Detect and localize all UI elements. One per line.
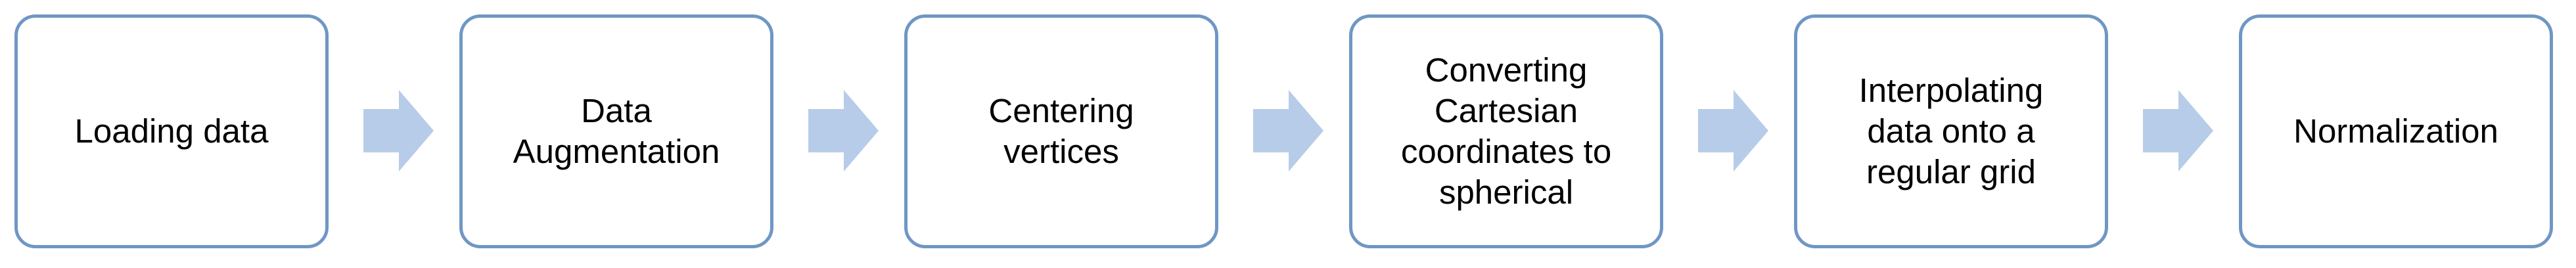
right-arrow-icon	[2143, 90, 2213, 171]
step-data-augmentation: Data Augmentation	[459, 14, 773, 248]
step-label: Converting Cartesian coordinates to sphe…	[1400, 51, 1612, 212]
step-loading-data: Loading data	[14, 14, 329, 248]
step-label: Interpolating data onto a regular grid	[1858, 71, 2044, 191]
step-label: Centering vertices	[988, 91, 1134, 170]
step-interpolating-data: Interpolating data onto a regular grid	[1794, 14, 2108, 248]
right-arrow-icon	[808, 90, 879, 171]
step-converting-coordinates: Converting Cartesian coordinates to sphe…	[1349, 14, 1663, 248]
step-label: Loading data	[74, 112, 269, 150]
right-arrow-icon	[1253, 90, 1323, 171]
step-normalization: Normalization	[2239, 14, 2553, 248]
step-label: Normalization	[2293, 112, 2498, 150]
step-centering-vertices: Centering vertices	[904, 14, 1218, 248]
right-arrow-icon	[1698, 90, 1768, 171]
right-arrow-icon	[363, 90, 434, 171]
step-label: Data Augmentation	[513, 91, 720, 170]
